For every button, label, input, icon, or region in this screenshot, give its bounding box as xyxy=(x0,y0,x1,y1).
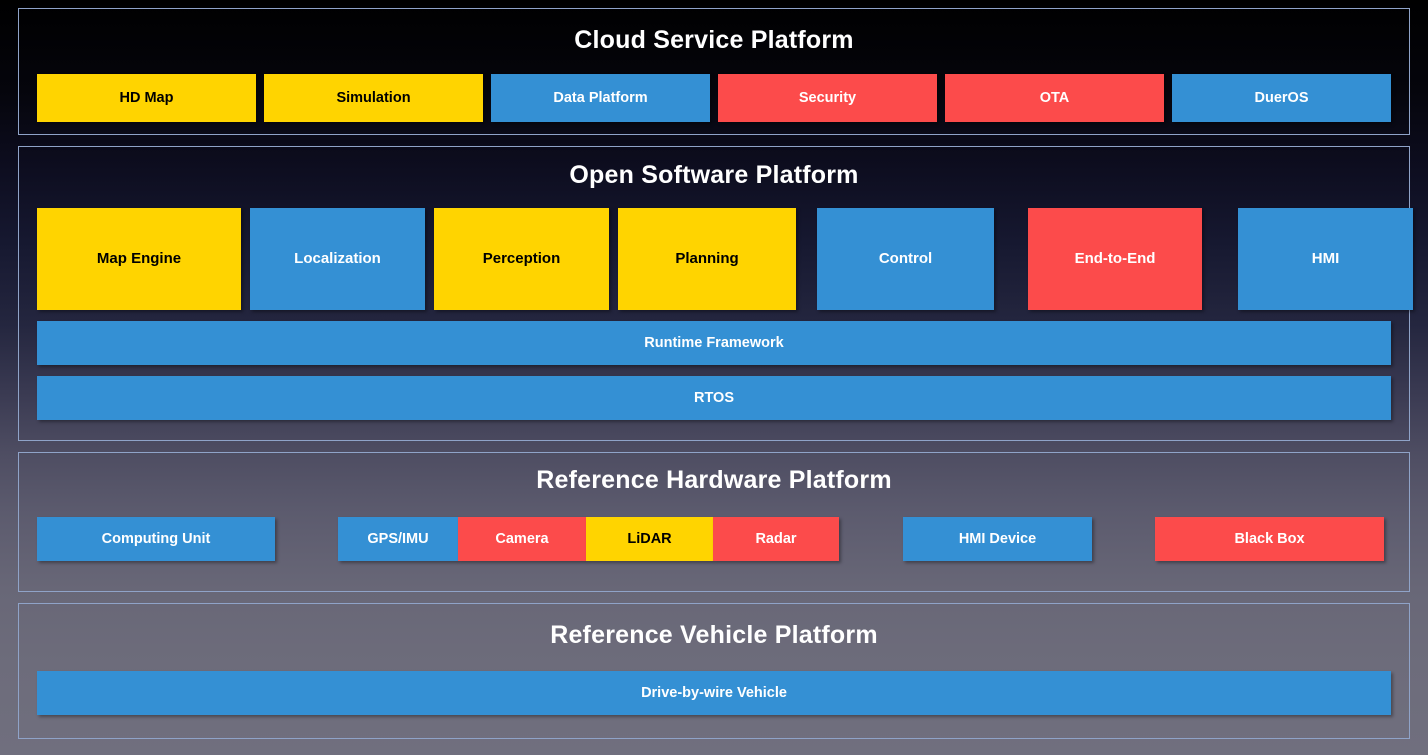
vehicle-module-row: Drive-by-wire Vehicle xyxy=(19,671,1409,715)
layer-title-reference-hardware-platform: Reference Hardware Platform xyxy=(536,466,892,494)
software-box-localization[interactable]: Localization xyxy=(250,208,425,310)
software-bar-rtos[interactable]: RTOS xyxy=(37,376,1391,420)
software-box-planning[interactable]: Planning xyxy=(618,208,796,310)
vehicle-box-drive-by-wire[interactable]: Drive-by-wire Vehicle xyxy=(37,671,1391,715)
hardware-box-gps-imu[interactable]: GPS/IMU xyxy=(338,517,458,561)
software-runtime-row: Runtime Framework xyxy=(19,321,1409,365)
hardware-box-computing-unit[interactable]: Computing Unit xyxy=(37,517,275,561)
software-box-map-engine[interactable]: Map Engine xyxy=(37,208,241,310)
layer-reference-hardware-platform: Reference Hardware Platform Computing Un… xyxy=(18,452,1410,592)
layer-cloud-service-platform: Cloud Service Platform HD Map Simulation… xyxy=(18,8,1410,135)
software-rtos-row: RTOS xyxy=(19,376,1409,420)
cloud-box-ota[interactable]: OTA xyxy=(945,74,1164,122)
hardware-box-hmi-device[interactable]: HMI Device xyxy=(903,517,1092,561)
layer-reference-vehicle-platform: Reference Vehicle Platform Drive-by-wire… xyxy=(18,603,1410,739)
hardware-box-camera[interactable]: Camera xyxy=(458,517,586,561)
layer-title-reference-vehicle-platform: Reference Vehicle Platform xyxy=(550,621,878,649)
cloud-box-dueros[interactable]: DuerOS xyxy=(1172,74,1391,122)
layer-title-cloud-service-platform: Cloud Service Platform xyxy=(574,26,854,54)
hardware-box-radar[interactable]: Radar xyxy=(713,517,839,561)
software-box-hmi[interactable]: HMI xyxy=(1238,208,1413,310)
hardware-spacer-2 xyxy=(839,517,903,561)
hardware-spacer-1 xyxy=(275,517,338,561)
software-box-perception[interactable]: Perception xyxy=(434,208,609,310)
software-box-end-to-end[interactable]: End-to-End xyxy=(1028,208,1202,310)
cloud-box-simulation[interactable]: Simulation xyxy=(264,74,483,122)
hardware-box-black-box[interactable]: Black Box xyxy=(1155,517,1384,561)
cloud-box-hd-map[interactable]: HD Map xyxy=(37,74,256,122)
cloud-box-data-platform[interactable]: Data Platform xyxy=(491,74,710,122)
software-box-control[interactable]: Control xyxy=(817,208,994,310)
software-bar-runtime-framework[interactable]: Runtime Framework xyxy=(37,321,1391,365)
hardware-box-lidar[interactable]: LiDAR xyxy=(586,517,713,561)
layer-title-open-software-platform: Open Software Platform xyxy=(569,161,859,189)
hardware-module-row: Computing Unit GPS/IMU Camera LiDAR Rada… xyxy=(19,517,1409,561)
layer-open-software-platform: Open Software Platform Map Engine Locali… xyxy=(18,146,1413,441)
hardware-spacer-3 xyxy=(1092,517,1155,561)
cloud-module-row: HD Map Simulation Data Platform Security… xyxy=(19,74,1409,122)
cloud-box-security[interactable]: Security xyxy=(718,74,937,122)
software-module-row: Map Engine Localization Perception Plann… xyxy=(19,208,1413,310)
